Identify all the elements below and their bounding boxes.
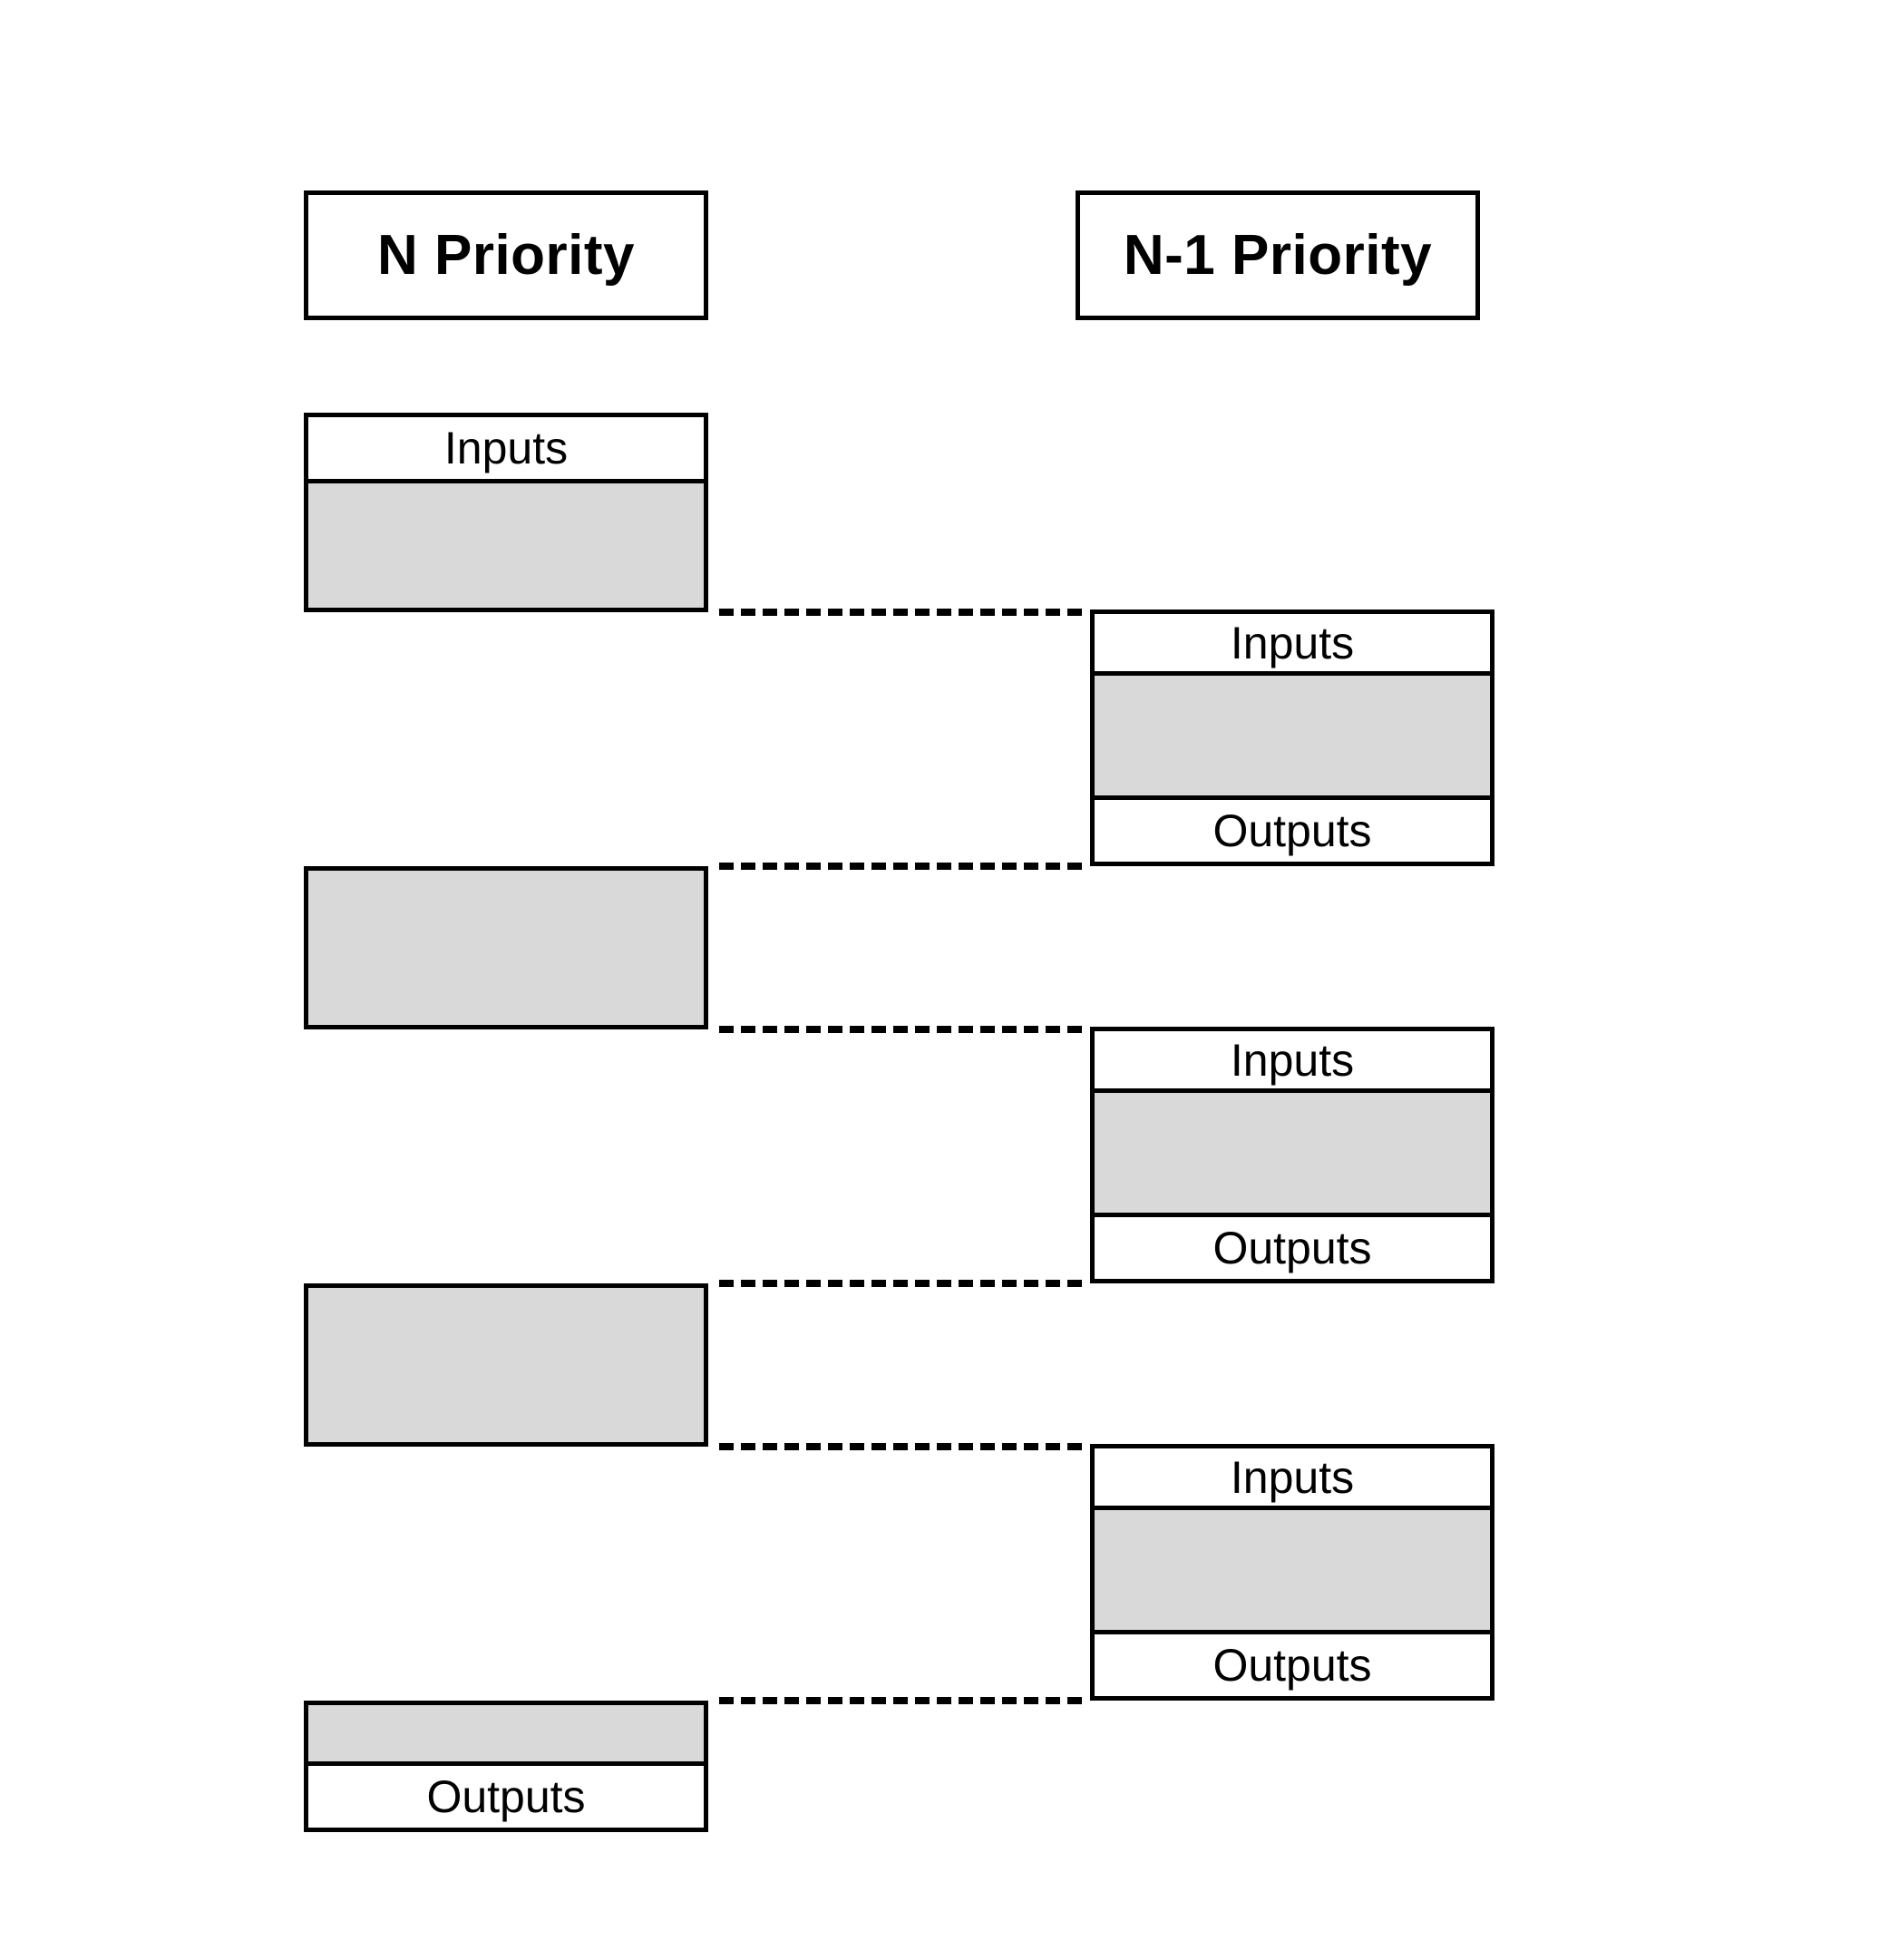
left-block-1-inputs-label: Inputs — [443, 423, 569, 473]
left-block-4-body — [308, 1705, 704, 1766]
right-block-1-body — [1095, 676, 1490, 800]
right-block-3: Inputs Outputs — [1090, 1444, 1494, 1701]
left-block-3 — [304, 1283, 708, 1447]
column-header-n-1-priority-label: N-1 Priority — [1123, 223, 1433, 287]
right-block-3-outputs-label: Outputs — [1212, 1640, 1372, 1691]
left-block-1-inputs-section: Inputs — [308, 417, 704, 483]
right-block-2-inputs-label: Inputs — [1230, 1034, 1355, 1086]
right-block-3-outputs-section: Outputs — [1095, 1634, 1490, 1696]
left-block-2 — [304, 866, 708, 1029]
left-block-4-outputs-label: Outputs — [426, 1771, 586, 1822]
right-block-3-inputs-label: Inputs — [1230, 1451, 1355, 1503]
left-block-4: Outputs — [304, 1701, 708, 1832]
column-header-n-priority-label: N Priority — [376, 223, 636, 287]
left-block-2-body — [308, 871, 704, 1025]
right-block-2-inputs-section: Inputs — [1095, 1031, 1490, 1093]
connector-3 — [719, 1026, 1082, 1033]
connector-6 — [719, 1697, 1082, 1704]
connector-4 — [719, 1280, 1082, 1287]
connector-5 — [719, 1443, 1082, 1450]
left-block-3-body — [308, 1288, 704, 1442]
right-block-1-inputs-label: Inputs — [1230, 617, 1355, 668]
right-block-1: Inputs Outputs — [1090, 609, 1494, 866]
right-block-2-outputs-label: Outputs — [1212, 1223, 1372, 1273]
right-block-3-body — [1095, 1510, 1490, 1634]
right-block-2-body — [1095, 1093, 1490, 1217]
column-header-n-1-priority: N-1 Priority — [1076, 190, 1480, 320]
right-block-1-outputs-section: Outputs — [1095, 800, 1490, 862]
right-block-2-outputs-section: Outputs — [1095, 1217, 1490, 1279]
right-block-2: Inputs Outputs — [1090, 1027, 1494, 1283]
left-block-1: Inputs — [304, 413, 708, 612]
left-block-4-outputs-section: Outputs — [308, 1766, 704, 1828]
right-block-1-inputs-section: Inputs — [1095, 614, 1490, 676]
connector-2 — [719, 863, 1082, 870]
left-block-1-body — [308, 483, 704, 608]
right-block-1-outputs-label: Outputs — [1212, 805, 1372, 856]
column-header-n-priority: N Priority — [304, 190, 708, 320]
connector-1 — [719, 609, 1082, 616]
right-block-3-inputs-section: Inputs — [1095, 1448, 1490, 1510]
